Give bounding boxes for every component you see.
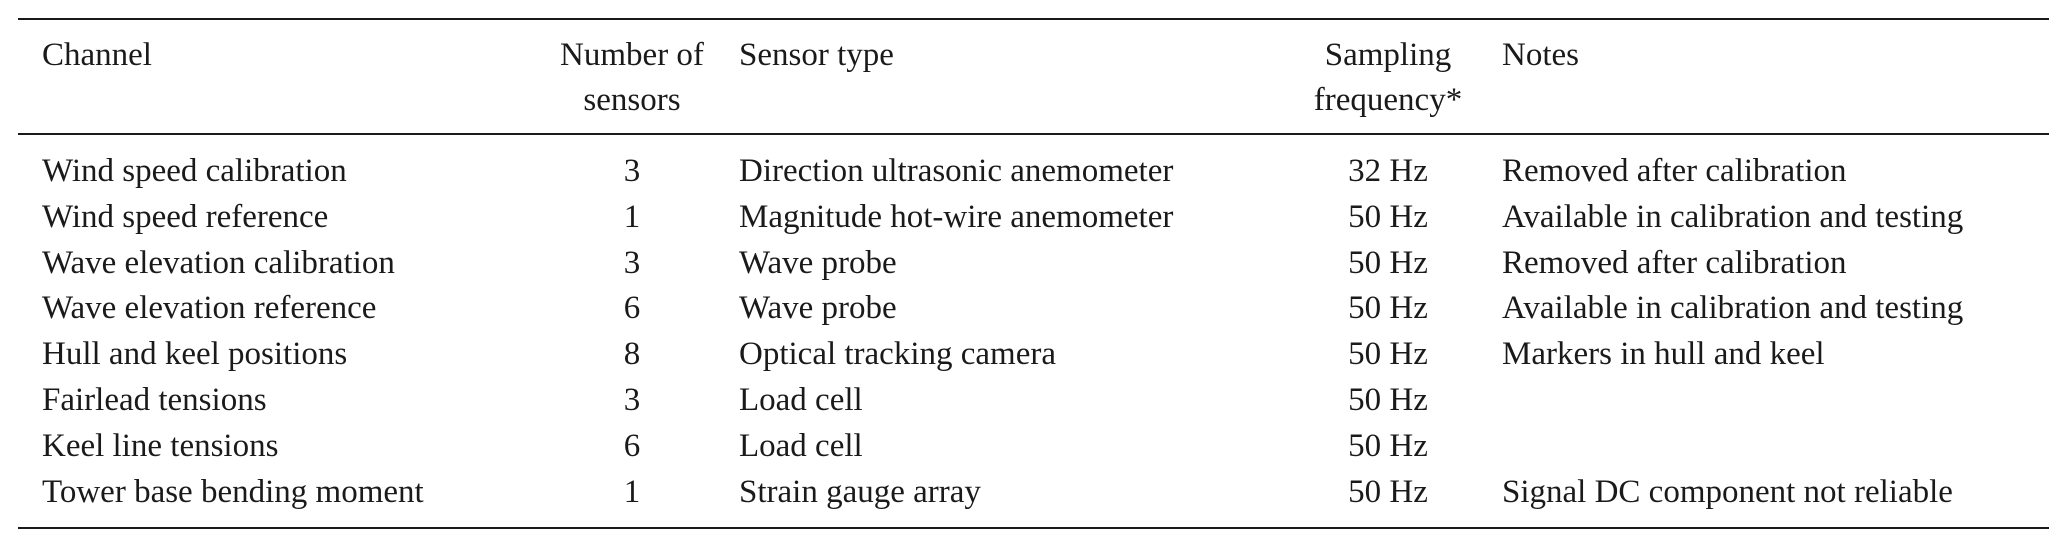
- header-frequency-line2: frequency*: [1313, 82, 1463, 118]
- cell-notes: Removed after calibration: [1502, 244, 1847, 281]
- table-row: Wave elevation reference 6 Wave probe 50…: [18, 286, 2049, 332]
- cell-sensor-type: Magnitude hot-wire anemometer: [739, 198, 1174, 235]
- cell-frequency: 50 Hz: [1348, 244, 1428, 281]
- cell-sensor-type: Load cell: [739, 381, 863, 418]
- cell-notes: Available in calibration and testing: [1502, 290, 1964, 327]
- table-row: Hull and keel positions 8 Optical tracki…: [18, 332, 2049, 378]
- header-number-line1: Number of: [560, 37, 704, 73]
- cell-number: 8: [623, 336, 641, 373]
- cell-number: 3: [623, 153, 641, 189]
- cell-sensor-type: Wave probe: [739, 244, 897, 281]
- header-sampling-frequency: Sampling frequency*: [1234, 33, 1542, 123]
- cell-channel: Fairlead tensions: [42, 381, 267, 418]
- cell-sensor-type: Optical tracking camera: [739, 336, 1056, 373]
- table-row: Keel line tensions 6 Load cell 50 Hz: [18, 424, 2049, 470]
- cell-notes: Signal DC component not reliable: [1502, 473, 1953, 510]
- sensor-table: Channel Number of sensors Sensor type Sa…: [18, 18, 2049, 530]
- cell-number: 1: [623, 473, 641, 510]
- cell-number: 1: [623, 198, 641, 235]
- cell-frequency: 50 Hz: [1348, 336, 1428, 373]
- cell-frequency: 50 Hz: [1348, 290, 1428, 327]
- cell-channel: Wind speed reference: [42, 198, 329, 235]
- header-frequency-line1: Sampling: [1324, 37, 1452, 73]
- header-channel: Channel: [42, 37, 152, 73]
- table-row: Wind speed reference 1 Magnitude hot-wir…: [18, 195, 2049, 241]
- header-rule: [18, 133, 2049, 135]
- table-row: Tower base bending moment 1 Strain gauge…: [18, 470, 2049, 516]
- table-row: Fairlead tensions 3 Load cell 50 Hz: [18, 378, 2049, 424]
- cell-frequency: 50 Hz: [1348, 473, 1428, 510]
- table-row: Wind speed calibration 3 Direction ultra…: [18, 149, 2049, 195]
- cell-number: 3: [623, 244, 641, 281]
- header-sensor-type: Sensor type: [739, 37, 894, 73]
- table-body: Wind speed calibration 3 Direction ultra…: [18, 135, 2049, 527]
- top-rule: [18, 18, 2049, 20]
- cell-frequency: 50 Hz: [1348, 381, 1428, 418]
- cell-channel: Keel line tensions: [42, 427, 279, 464]
- cell-number: 6: [623, 427, 641, 464]
- header-number-line2: sensors: [583, 82, 681, 118]
- cell-sensor-type: Wave probe: [739, 290, 897, 327]
- bottom-rule: [18, 527, 2049, 530]
- cell-channel: Wave elevation calibration: [42, 244, 395, 281]
- cell-sensor-type: Direction ultrasonic anemometer: [739, 153, 1174, 189]
- table-header: Channel Number of sensors Sensor type Sa…: [18, 20, 2049, 133]
- header-notes: Notes: [1502, 37, 1579, 73]
- cell-sensor-type: Load cell: [739, 427, 863, 464]
- cell-notes: Removed after calibration: [1502, 153, 1847, 189]
- cell-number: 6: [623, 290, 641, 327]
- cell-notes: Available in calibration and testing: [1502, 198, 1964, 235]
- cell-channel: Wind speed calibration: [42, 153, 347, 189]
- cell-notes: Markers in hull and keel: [1502, 336, 1825, 373]
- cell-frequency: 50 Hz: [1348, 198, 1428, 235]
- cell-frequency: 50 Hz: [1348, 427, 1428, 464]
- cell-channel: Hull and keel positions: [42, 336, 348, 373]
- cell-channel: Tower base bending moment: [42, 473, 424, 510]
- cell-frequency: 32 Hz: [1348, 153, 1428, 189]
- table-row: Wave elevation calibration 3 Wave probe …: [18, 241, 2049, 287]
- header-number-of-sensors: Number of sensors: [510, 33, 754, 123]
- cell-sensor-type: Strain gauge array: [739, 473, 981, 510]
- cell-number: 3: [623, 381, 641, 418]
- cell-channel: Wave elevation reference: [42, 290, 377, 327]
